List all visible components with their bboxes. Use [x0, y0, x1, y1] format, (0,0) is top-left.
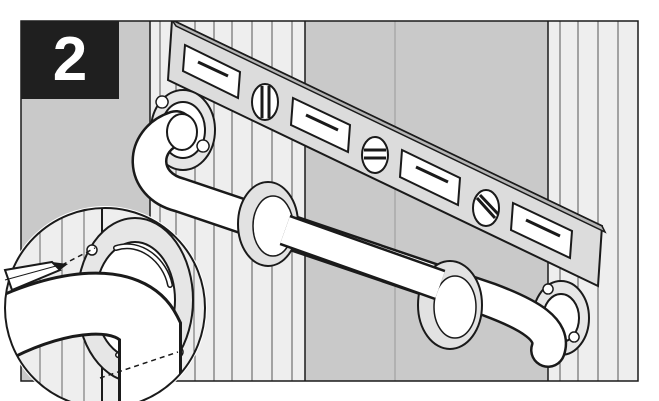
wall-scene — [21, 21, 638, 381]
step-number-badge: 2 — [21, 21, 119, 99]
frame-border — [20, 20, 639, 382]
magnified-inset — [3, 206, 207, 401]
spirit-level-icon — [166, 21, 607, 288]
pencil-icon — [3, 260, 68, 292]
grab-bar-icon — [131, 110, 568, 368]
